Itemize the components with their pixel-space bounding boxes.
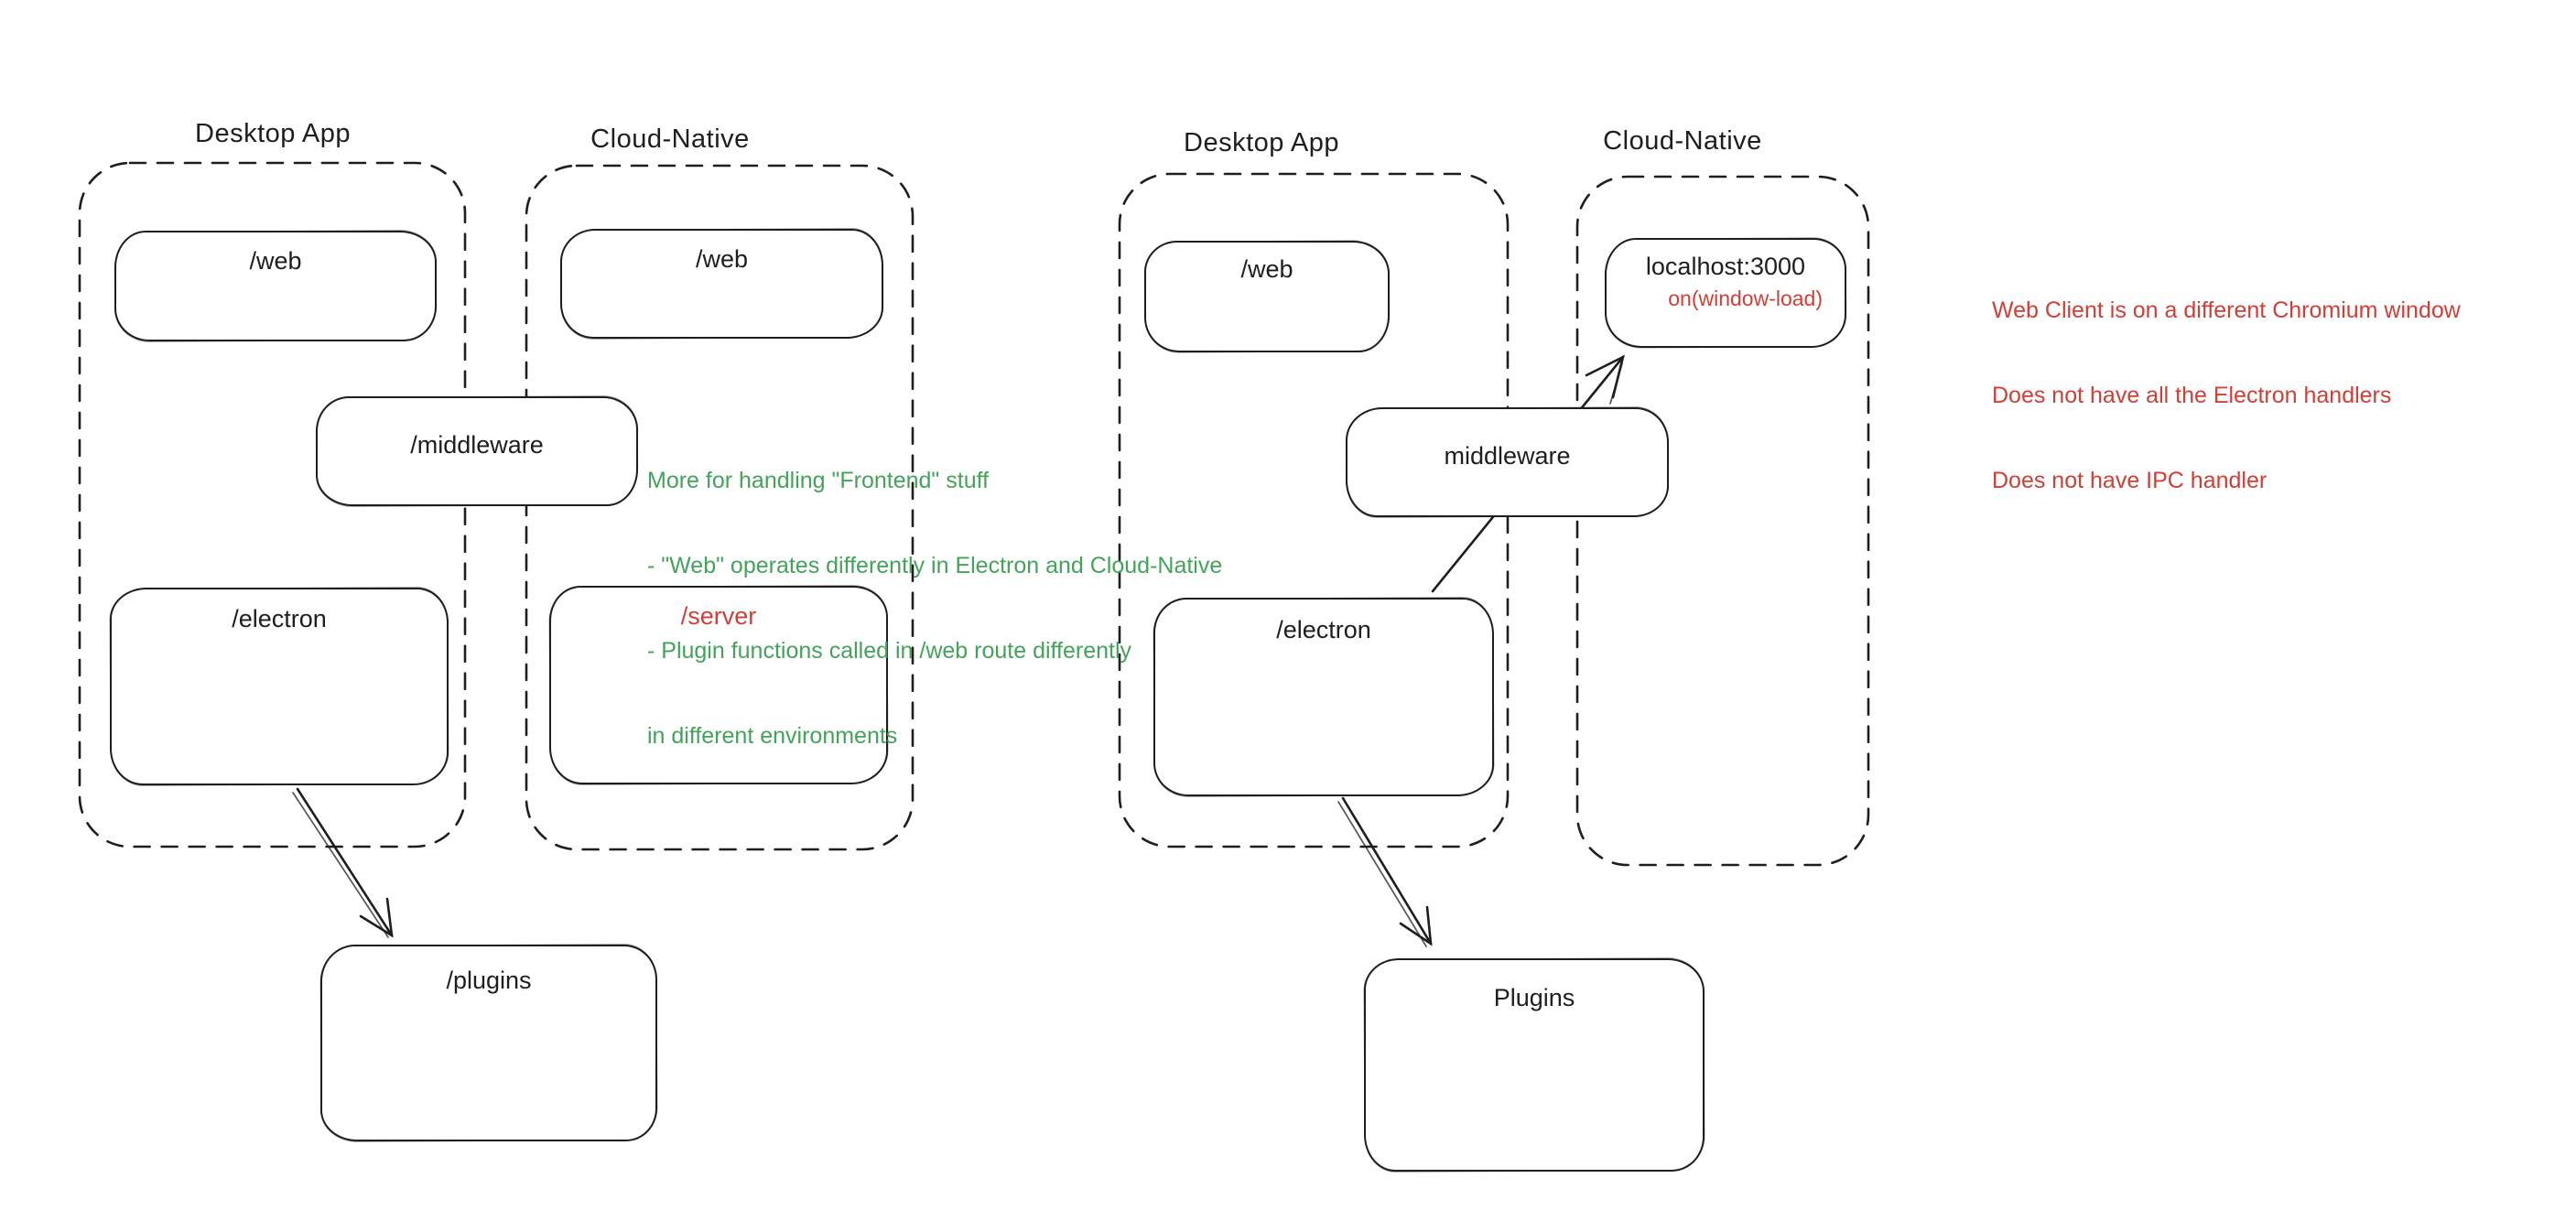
right-plugins-box: Plugins [1364, 958, 1705, 1172]
right-plugins-label: Plugins [1493, 984, 1575, 1011]
right-desktop-app-container [1118, 172, 1510, 848]
left-web-cloud-box: /web [560, 229, 883, 339]
right-localhost-box: localhost:3000 on(window-load) [1605, 238, 1846, 348]
left-middleware-box: /middleware [316, 396, 638, 506]
right-localhost-title: localhost:3000 [1645, 253, 1806, 280]
left-server-label: /server [680, 602, 757, 630]
note-line: More for handling "Frontend" stuff [647, 468, 990, 493]
note-line: Does not have IPC handler [1992, 468, 2268, 493]
arrow-right-electron-to-plugins [1337, 796, 1433, 947]
right-localhost-event-label: on(window-load) [1668, 286, 1823, 310]
right-middleware-label: middleware [1444, 442, 1571, 470]
note-line: in different environments [647, 723, 898, 749]
left-plugins-box: /plugins [320, 945, 657, 1141]
right-electron-label: /electron [1276, 616, 1371, 643]
right-web-label: /web [1240, 255, 1293, 283]
note-line: - "Web" operates differently in Electron… [647, 553, 1223, 578]
right-cloud-native-container [1575, 175, 1870, 867]
left-plugins-label: /plugins [446, 967, 532, 994]
left-electron-box: /electron [110, 588, 449, 785]
right-electron-box: /electron [1153, 598, 1494, 796]
note-line: Does not have all the Electron handlers [1992, 383, 2392, 408]
middleware-note-green: More for handling "Frontend" stuff - "We… [647, 410, 1222, 807]
left-web-desktop-label: /web [249, 247, 302, 275]
left-middleware-label: /middleware [410, 431, 544, 459]
right-cloud-native-label: Cloud-Native [1603, 126, 1762, 156]
left-web-cloud-label: /web [695, 245, 749, 273]
left-server-box: /server [549, 586, 888, 784]
right-web-box: /web [1144, 241, 1390, 352]
right-middleware-box: middleware [1346, 407, 1669, 517]
left-cloud-native-label: Cloud-Native [590, 124, 750, 154]
right-desktop-app-label: Desktop App [1184, 128, 1339, 157]
left-desktop-app-container [78, 161, 467, 848]
web-client-note-red: Web Client is on a different Chromium wi… [1992, 240, 2461, 552]
left-cloud-native-container [525, 164, 915, 851]
arrow-left-electron-to-plugins [292, 787, 394, 938]
left-desktop-app-label: Desktop App [195, 119, 351, 148]
left-electron-label: /electron [232, 605, 327, 632]
note-line: Web Client is on a different Chromium wi… [1992, 297, 2461, 323]
note-line: - Plugin functions called in /web route … [647, 638, 1132, 664]
left-web-desktop-box: /web [114, 231, 437, 341]
